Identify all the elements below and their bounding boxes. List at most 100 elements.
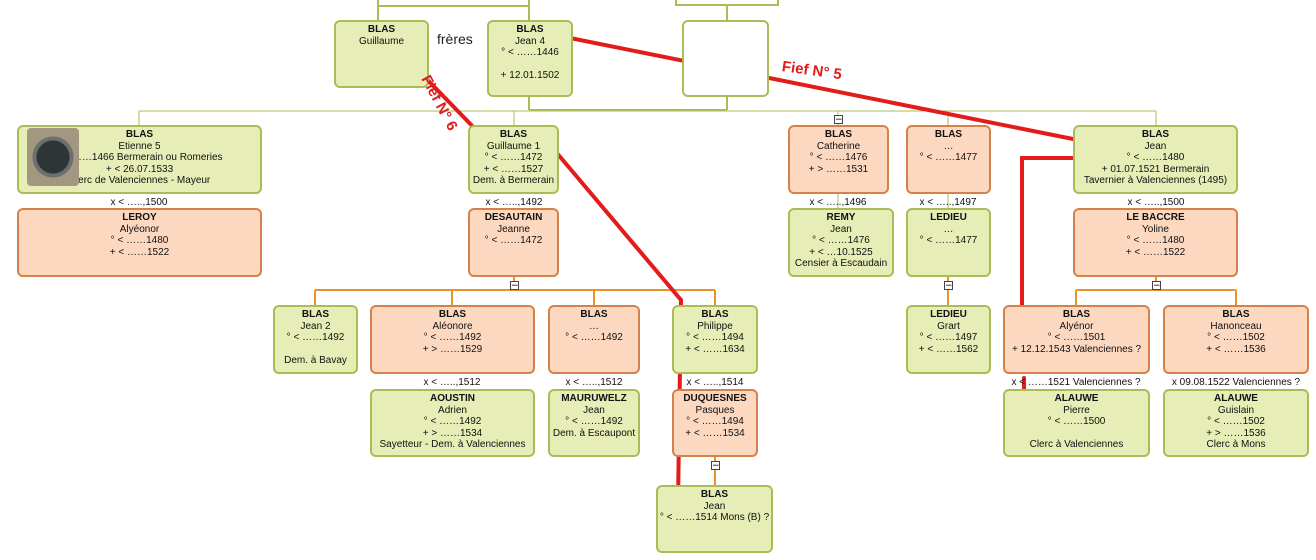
person-surname: BLAS xyxy=(125,129,154,140)
person-detail-line: Pierre xyxy=(1063,404,1090,416)
person-detail-line xyxy=(275,344,356,356)
person-detail-line: ° < ……1466 Bermerain ou Romeries xyxy=(56,152,223,163)
person-detail-line: ° < ……1492 xyxy=(286,332,345,343)
person-detail-line: Dem. à Escaupont xyxy=(552,427,636,439)
person-detail-line: ° < ……1472 xyxy=(484,152,543,163)
person-detail-line: Aléonore xyxy=(432,320,473,332)
person-detail-line: … xyxy=(943,223,954,235)
collapse-toggle-icon[interactable]: − xyxy=(834,115,843,125)
person-detail-line: Guislain xyxy=(1217,404,1255,416)
person-surname: BLAS xyxy=(301,309,330,320)
person-detail-line: Censier à Escaudain xyxy=(794,258,888,269)
person-detail-line: Alyéonor xyxy=(119,223,160,235)
person-box-blas-dots-2[interactable]: BLAS…° < ……1492 xyxy=(548,305,640,374)
marriage-label: x < …..,1512 xyxy=(423,377,481,388)
person-surname: BLAS xyxy=(367,24,396,35)
person-detail-line: … xyxy=(943,140,954,152)
person-detail-line: Alyénor xyxy=(1059,320,1094,332)
marriage-label: x < …..,1492 xyxy=(485,197,543,208)
person-surname: AOUSTIN xyxy=(430,393,475,404)
marriage-label: x < ……1521 Valenciennes ? xyxy=(1011,377,1141,388)
marriage-label: x 09.08.1522 Valenciennes ? xyxy=(1171,377,1301,388)
person-detail-line: + < ……1562 xyxy=(918,343,979,355)
person-detail-line: Jeanne xyxy=(497,223,530,235)
person-detail-line xyxy=(1005,428,1148,440)
collapse-toggle-icon[interactable]: − xyxy=(944,281,953,291)
person-detail-line: + < ……1527 xyxy=(483,163,544,175)
person-detail-line: + < ……1536 xyxy=(1206,343,1266,355)
green-connectors xyxy=(377,0,779,111)
person-detail-line: ° < ……1502 xyxy=(1207,416,1265,427)
person-detail-line: + < ……1534 xyxy=(685,427,745,439)
person-detail-line: Adrien xyxy=(438,404,467,416)
seal-image xyxy=(27,128,79,186)
person-surname: DESAUTAIN xyxy=(484,212,543,223)
person-box-empty-box[interactable] xyxy=(682,20,769,97)
collapse-toggle-icon[interactable]: − xyxy=(1152,281,1161,291)
person-box-ledieu-1[interactable]: LEDIEU…° < ……1477 xyxy=(906,208,991,277)
person-detail-line: ° < ……1492 xyxy=(423,416,482,427)
collapse-toggle-icon[interactable]: − xyxy=(711,461,720,471)
person-detail-line: ° < ……1500 xyxy=(1047,416,1106,427)
person-detail-line: ° < ……1494 xyxy=(686,332,744,343)
person-detail-line: Sayetteur - Dem. à Valenciennes xyxy=(379,439,526,450)
person-surname: BLAS xyxy=(438,309,467,320)
person-surname: BLAS xyxy=(516,24,544,35)
person-detail-line: + < ……1522 xyxy=(1125,246,1186,258)
person-surname: LEDIEU xyxy=(930,212,967,223)
person-detail-line: Hanonceau xyxy=(1210,320,1262,332)
person-detail-line: Jean xyxy=(703,500,726,512)
marriage-label: x < …..,1497 xyxy=(919,197,977,208)
person-detail-line: Grart xyxy=(937,320,960,332)
person-detail-line: Jean xyxy=(830,223,852,235)
person-surname: REMY xyxy=(826,212,856,223)
person-detail-line: ° < ……1502 xyxy=(1207,332,1265,343)
person-detail-line: ° < ……1492 xyxy=(565,332,623,343)
person-surname: LEDIEU xyxy=(930,309,967,320)
person-detail-line: Clerc à Mons xyxy=(1206,439,1266,450)
person-detail-line: ° < ……1446 xyxy=(501,47,559,58)
person-detail-line: + 01.07.1521 Bermerain xyxy=(1101,163,1210,175)
person-detail-line: ° < ……1494 xyxy=(686,416,744,427)
person-box-blas-dots[interactable]: BLAS…° < ……1477 xyxy=(906,125,991,194)
person-detail-line: Guillaume xyxy=(358,35,405,47)
person-surname: LE BACCRE xyxy=(1126,212,1185,223)
person-surname: BLAS xyxy=(499,129,528,140)
person-detail-line: Tavernier à Valenciennes (1495) xyxy=(1083,175,1228,186)
person-detail-line: + > ……1534 xyxy=(422,427,483,439)
collapse-toggle-icon[interactable]: − xyxy=(510,281,519,291)
person-detail-line: + 12.01.1502 xyxy=(500,70,560,81)
person-detail-line: ° < ……1480 xyxy=(1126,152,1185,163)
person-detail-line: ° < ……1477 xyxy=(919,152,978,163)
person-surname: BLAS xyxy=(1062,309,1091,320)
person-detail-line: ° < ……1480 xyxy=(110,235,169,246)
person-detail-line: + > ……1531 xyxy=(808,163,869,175)
marriage-label: x < …..,1512 xyxy=(565,377,623,388)
freres-label: frères xyxy=(437,31,473,47)
person-detail-line: ° < ……1472 xyxy=(484,235,543,246)
person-detail-line: Yoline xyxy=(1142,223,1169,235)
person-detail-line: + < ……1634 xyxy=(685,343,745,355)
person-surname: BLAS xyxy=(700,489,729,500)
